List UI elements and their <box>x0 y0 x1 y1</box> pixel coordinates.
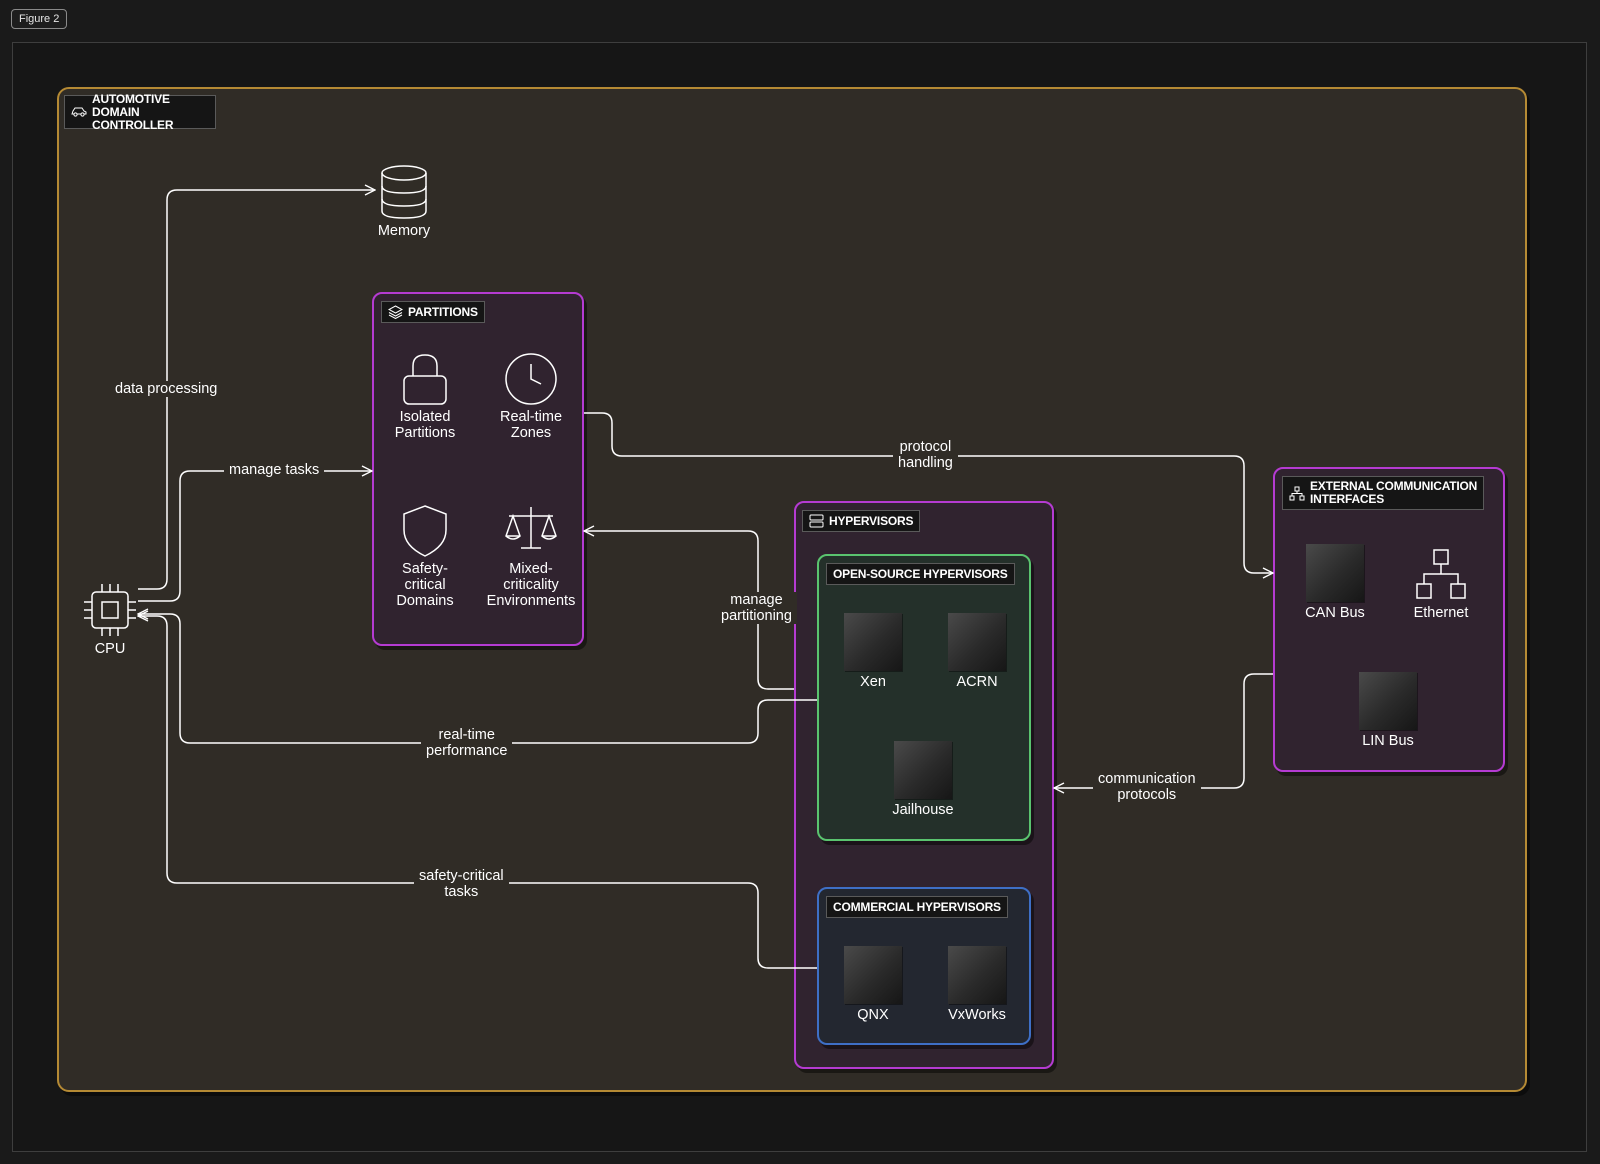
commercial-hypervisors-label: COMMERCIAL HYPERVISORS <box>826 896 1008 918</box>
clock-icon <box>505 353 557 405</box>
qnx-label: QNX <box>857 1007 889 1023</box>
acrn-icon <box>948 613 1006 671</box>
network-icon <box>1416 549 1466 599</box>
acrn-label: ACRN <box>956 674 998 690</box>
partitions-title: PARTITIONS <box>408 304 478 319</box>
qnx-node[interactable]: QNX <box>833 946 913 1023</box>
database-icon <box>381 165 427 219</box>
ethernet-label: Ethernet <box>1413 605 1469 621</box>
vxworks-node[interactable]: VxWorks <box>937 946 1017 1023</box>
container-title-line1: AUTOMOTIVE DOMAIN <box>92 91 170 119</box>
open-source-title: OPEN-SOURCE HYPERVISORS <box>833 566 1008 581</box>
external-title-line1: EXTERNAL COMMUNICATION <box>1310 479 1478 493</box>
edge-protocol-handling <box>584 412 1273 573</box>
memory-node[interactable]: Memory <box>369 164 439 239</box>
xen-icon <box>844 613 902 671</box>
container-title-line2: CONTROLLER <box>92 117 174 132</box>
jailhouse-node[interactable]: Jailhouse <box>878 741 968 818</box>
network-icon <box>1289 486 1305 500</box>
car-icon <box>71 107 87 117</box>
open-source-hypervisors-group <box>817 554 1031 841</box>
jailhouse-label: Jailhouse <box>892 802 954 818</box>
partitions-group <box>372 292 584 646</box>
commercial-title: COMMERCIAL HYPERVISORS <box>833 899 1001 914</box>
hypervisors-label: HYPERVISORS <box>802 510 921 532</box>
open-source-hypervisors-label: OPEN-SOURCE HYPERVISORS <box>826 563 1015 585</box>
lin-bus-label: LIN Bus <box>1362 733 1414 749</box>
lock-icon <box>403 354 447 405</box>
qnx-icon <box>844 946 902 1004</box>
layers-icon <box>388 305 403 319</box>
acrn-node[interactable]: ACRN <box>937 613 1017 690</box>
scale-icon <box>505 507 557 549</box>
edge-manage-tasks <box>138 471 372 602</box>
vxworks-icon <box>948 946 1006 1004</box>
can-bus-icon <box>1306 544 1364 602</box>
external-title-line2: INTERFACES <box>1310 492 1385 506</box>
cpu-icon <box>84 584 136 636</box>
cpu-label: CPU <box>94 641 126 657</box>
memory-label: Memory <box>377 223 431 239</box>
xen-label: Xen <box>860 674 886 690</box>
vxworks-label: VxWorks <box>948 1007 1006 1023</box>
partitions-label: PARTITIONS <box>381 301 485 323</box>
hypervisors-title: HYPERVISORS <box>829 513 914 528</box>
can-bus-node[interactable]: CAN Bus <box>1295 544 1375 621</box>
shield-icon <box>403 505 447 557</box>
edge-label-manage-tasks: manage tasks <box>224 462 325 478</box>
lin-bus-node[interactable]: LIN Bus <box>1348 672 1428 749</box>
edge-real-time-performance <box>138 614 817 744</box>
server-icon <box>809 514 824 528</box>
jailhouse-icon <box>894 741 952 799</box>
can-bus-label: CAN Bus <box>1305 605 1365 621</box>
edge-label-data-processing: data processing <box>110 381 223 397</box>
figure-tag: Figure 2 <box>11 9 68 29</box>
cpu-node[interactable]: CPU <box>78 582 142 657</box>
xen-node[interactable]: Xen <box>833 613 913 690</box>
edge-safety-critical-tasks <box>138 616 817 969</box>
edge-communication-protocols <box>1054 673 1273 788</box>
lin-bus-icon <box>1359 672 1417 730</box>
ethernet-node[interactable]: Ethernet <box>1401 544 1481 621</box>
